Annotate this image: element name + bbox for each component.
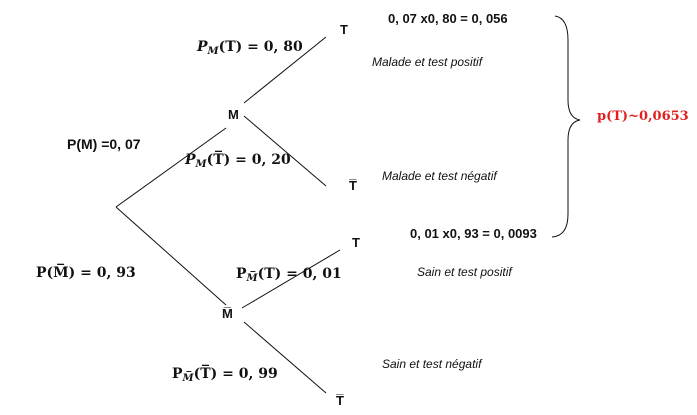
node-t-top: T bbox=[340, 22, 348, 37]
branch-root-m bbox=[115, 127, 227, 208]
desc-sain-negatif: Sain et test négatif bbox=[382, 357, 482, 371]
desc-sain-positif: Sain et test positif bbox=[417, 265, 512, 279]
node-m-bar: M̅ bbox=[222, 306, 233, 321]
node-t-bar-bottom: T̅ bbox=[336, 393, 344, 408]
calculation-top: 0, 07 x0, 80 = 0, 056 bbox=[388, 11, 508, 26]
branch-m-tbar bbox=[243, 115, 327, 187]
desc-malade-positif: Malade et test positif bbox=[372, 55, 483, 69]
summation-brace bbox=[551, 15, 581, 238]
prob-m-bar: P(M̅) = 0, 93 bbox=[36, 265, 136, 281]
branch-m-t bbox=[243, 36, 327, 104]
branch-root-mbar bbox=[115, 206, 227, 306]
desc-malade-negatif: Malade et test négatif bbox=[382, 169, 497, 183]
node-m: M bbox=[228, 107, 239, 122]
calculation-bottom: 0, 01 x0, 93 = 0, 0093 bbox=[410, 226, 537, 241]
node-t-bottom: T bbox=[352, 235, 360, 250]
result-p-t: p(T)~0,0653 bbox=[597, 109, 689, 124]
prob-m-t: PM(T) = 0, 80 bbox=[197, 39, 303, 57]
node-t-bar-top: T̅ bbox=[349, 178, 357, 193]
prob-mbar-tbar: PM̅(T̅) = 0, 99 bbox=[172, 366, 278, 384]
prob-mbar-t: PM̅(T) = 0, 01 bbox=[236, 266, 342, 284]
branch-mbar-t bbox=[241, 249, 341, 309]
prob-m: P(M) =0, 07 bbox=[67, 136, 141, 152]
prob-m-tbar: PM(T̅) = 0, 20 bbox=[185, 152, 291, 170]
branch-mbar-tbar bbox=[243, 321, 327, 394]
